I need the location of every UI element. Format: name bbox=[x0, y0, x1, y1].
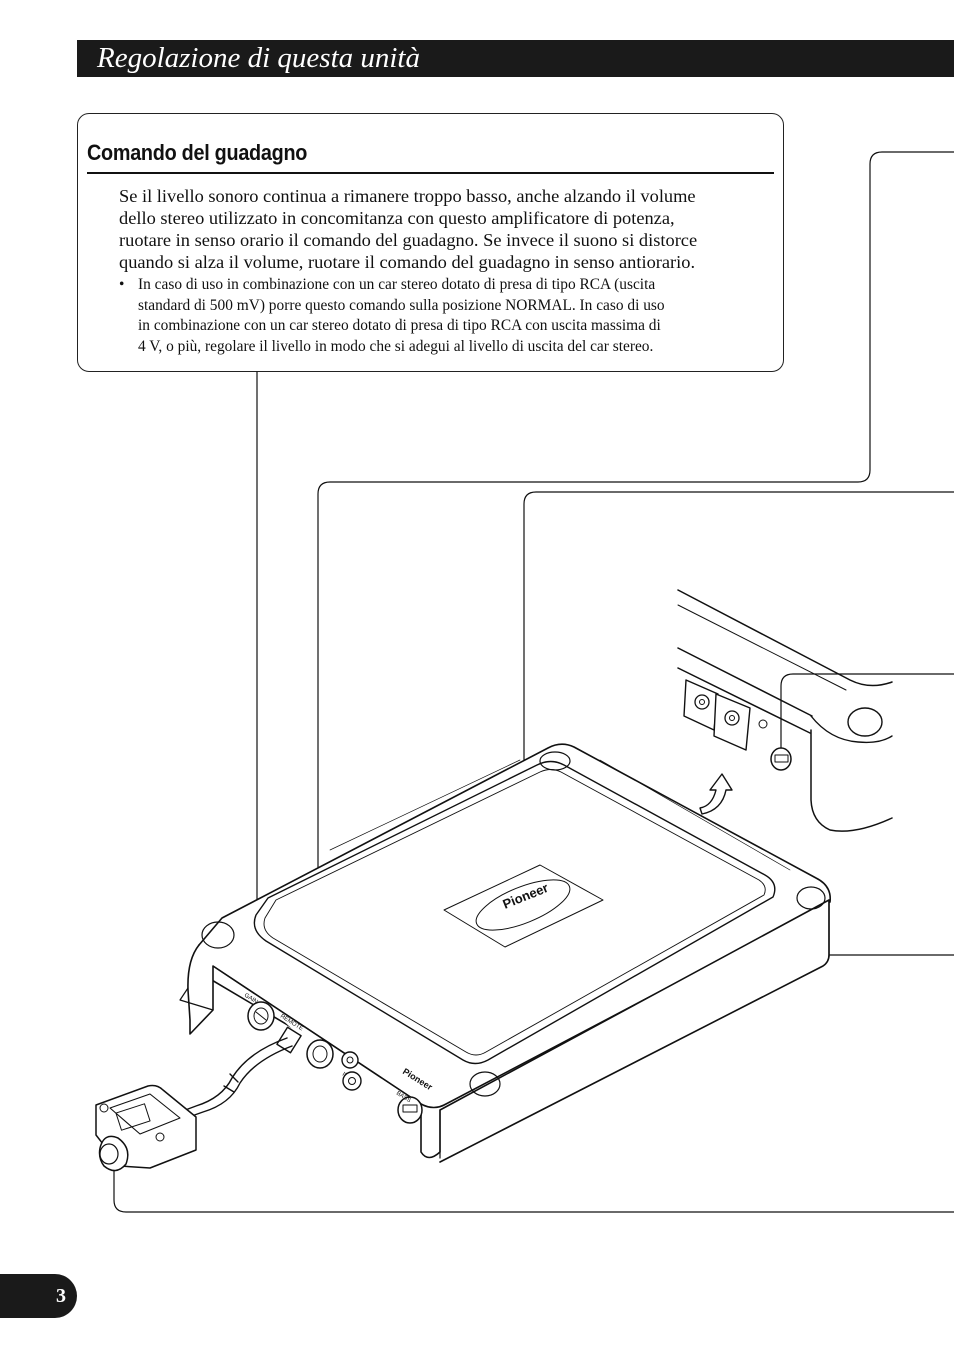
leader-line-input bbox=[317, 151, 954, 1043]
input-knob bbox=[306, 1039, 334, 1069]
inset-rca-jack-1-pin bbox=[699, 699, 705, 705]
inset-switch-slot bbox=[774, 754, 789, 763]
section-header-title: Regolazione di questa unità bbox=[97, 42, 420, 74]
inset-rca-block-2 bbox=[713, 693, 751, 751]
remote-mount-hole-left bbox=[99, 1103, 109, 1113]
remote-label-plate bbox=[115, 1103, 151, 1131]
bass-knob bbox=[397, 1096, 423, 1124]
body-line: Se il livello sonoro continua a rimanere… bbox=[119, 186, 696, 206]
remote-cable bbox=[179, 1037, 293, 1119]
rca-jack-right-pin bbox=[348, 1077, 356, 1085]
inset-panel-side bbox=[810, 729, 893, 832]
inset-front-fold bbox=[810, 715, 893, 744]
inset-rca-jack-2-pin bbox=[729, 715, 735, 721]
remote-top-face bbox=[109, 1093, 181, 1135]
remote-dial-face bbox=[99, 1143, 119, 1165]
amp-top-highlight bbox=[329, 759, 791, 871]
page-number-tab: 3 bbox=[0, 1274, 77, 1318]
remote-mount-hole-right bbox=[155, 1132, 165, 1142]
corner-hole-front-left bbox=[201, 921, 235, 949]
amp-side-face bbox=[179, 987, 214, 1011]
section-header-bar: Regolazione di questa unità bbox=[77, 40, 954, 77]
inset-arrow-icon bbox=[699, 773, 733, 815]
brand-plate-frame bbox=[443, 864, 604, 948]
gain-knob-inner bbox=[253, 1007, 269, 1025]
inset-rca-block-1 bbox=[683, 679, 719, 731]
bullet-line: In caso di uso in combinazione con un ca… bbox=[138, 276, 656, 293]
remote-jack bbox=[276, 1026, 302, 1054]
corner-hole-right bbox=[796, 886, 826, 910]
amplifier-body: Pioneer GAIN REMOTE INPUT BASS Pioneer bbox=[179, 743, 832, 1163]
amp-front-edge bbox=[212, 901, 830, 1159]
bullet-line: 4 V, o più, regolare il livello in modo … bbox=[138, 337, 654, 355]
callout-heading: Comando del guadagno bbox=[87, 140, 308, 165]
bass-knob-slot bbox=[402, 1104, 418, 1113]
rca-jack-right bbox=[342, 1071, 362, 1091]
inset-panel-top-inner bbox=[677, 604, 847, 691]
bullet-line: in combinazione con un car stereo dotato… bbox=[138, 317, 661, 334]
leader-line-remote bbox=[113, 1169, 954, 1213]
callout-body-text: Se il livello sonoro continua a rimanere… bbox=[119, 185, 769, 273]
amp-front-face bbox=[187, 899, 830, 1163]
inset-panel-front bbox=[677, 647, 813, 734]
rca-jack-left bbox=[341, 1051, 359, 1069]
heading-underline bbox=[87, 172, 774, 174]
input-knob-inner bbox=[312, 1045, 328, 1063]
inset-panel-top bbox=[677, 589, 893, 687]
cable-strain-relief bbox=[223, 1073, 239, 1093]
body-line: dello stereo utilizzato in concomitanza … bbox=[119, 208, 675, 228]
page-number: 3 bbox=[56, 1285, 66, 1307]
inset-screw bbox=[758, 719, 768, 729]
corner-hole-rear bbox=[539, 751, 571, 771]
leader-line-inset bbox=[780, 673, 954, 749]
remote-level-knob bbox=[95, 1084, 197, 1172]
amp-top-plate bbox=[253, 760, 776, 1065]
gain-knob-slot bbox=[255, 1011, 267, 1021]
corner-hole-front-right bbox=[469, 1071, 501, 1097]
gain-control-callout: Comando del guadagno Se il livello sonor… bbox=[77, 113, 784, 372]
cable-line-1 bbox=[179, 1037, 288, 1113]
brand-plate-oval bbox=[475, 879, 571, 931]
rca-jack-left-pin bbox=[346, 1056, 354, 1064]
body-line: ruotare in senso orario il comando del g… bbox=[119, 230, 698, 250]
inset-switch bbox=[770, 747, 792, 771]
body-line: quando si alza il volume, ruotare il com… bbox=[119, 252, 696, 272]
inset-detail bbox=[677, 589, 893, 832]
leader-line-top-plate bbox=[523, 491, 954, 879]
inset-rca-jack-1 bbox=[694, 694, 710, 710]
bullet-text: In caso di uso in combinazione con un ca… bbox=[138, 275, 763, 357]
cable-line-2 bbox=[185, 1045, 293, 1119]
inset-corner-hole bbox=[847, 707, 883, 737]
bullet-line: standard di 500 mV) porre questo comando… bbox=[138, 296, 665, 314]
inset-rca-jack-2 bbox=[724, 710, 740, 726]
bullet-mark: • bbox=[119, 276, 125, 293]
